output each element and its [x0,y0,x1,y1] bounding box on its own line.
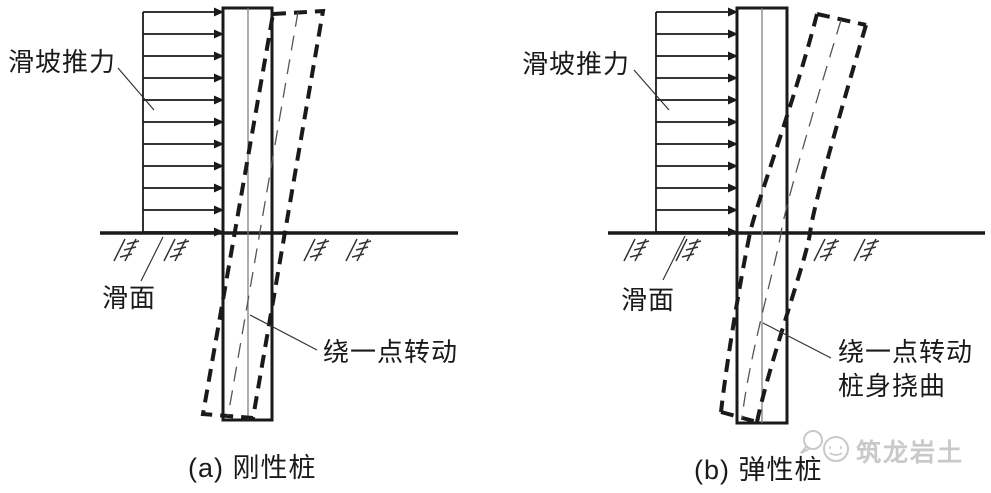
caption-b: (b) 弹性桩 [694,455,823,485]
displaced-pile-outline [719,12,868,424]
label-behavior-b-line2: 桩身挠曲 [838,371,947,401]
label-behavior-a: 绕一点转动 [323,337,459,367]
behavior-leader [249,314,318,351]
label-slip-surface-b: 滑面 [621,285,676,315]
displaced-pile-outline [200,8,326,421]
behavior-leader [762,322,832,359]
watermark-text: 筑龙岩土 [856,439,965,467]
thrust-leader [117,67,155,111]
label-thrust-a: 滑坡推力 [8,47,117,77]
caption-a: (a) 刚性桩 [188,453,317,483]
displaced-pile-centerline [741,19,842,420]
watermark-logo-icon [800,430,849,462]
panel-a-geometry [100,6,458,422]
label-slip-surface-a: 滑面 [102,283,157,313]
slip-surface-leader [140,236,164,282]
label-thrust-b: 滑坡推力 [522,49,631,79]
label-behavior-b-line1: 绕一点转动 [838,337,974,367]
displaced-pile-centerline [227,11,299,417]
slip-surface-leader [662,235,686,281]
panel-b-geometry [608,6,985,425]
thrust-leader [633,69,670,111]
